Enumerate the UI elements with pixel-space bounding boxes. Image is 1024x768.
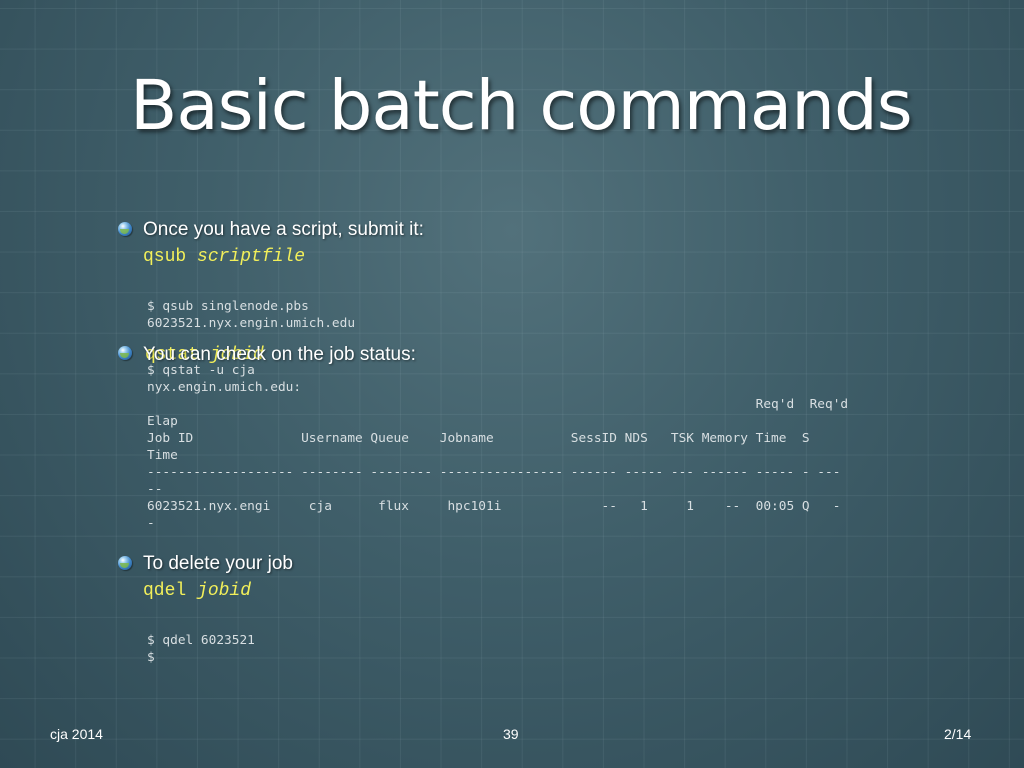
qstat-command: qstat jobid — [145, 344, 264, 366]
qdel-command-name: qdel — [143, 581, 187, 601]
footer-slide-counter: 2/14 — [944, 726, 972, 742]
qstat-command-name: qstat — [145, 345, 200, 365]
bullet-globe-icon — [118, 222, 132, 236]
qsub-command-name: qsub — [143, 247, 187, 267]
qdel-command-arg: jobid — [197, 581, 252, 601]
qsub-command-arg: scriptfile — [197, 247, 306, 267]
footer-author: cja 2014 — [50, 726, 103, 742]
slide-title: Basic batch commands — [130, 66, 913, 146]
bullet-globe-icon — [118, 556, 132, 570]
qsub-command: qsub scriptfile — [143, 246, 305, 268]
bullet-submit-text: Once you have a script, submit it: — [143, 219, 424, 240]
footer-page-number: 39 — [503, 726, 519, 742]
qstat-command-arg: jobid — [209, 345, 264, 365]
qstat-terminal-output: $ qstat -u cja nyx.engin.umich.edu: Req'… — [147, 363, 849, 531]
qdel-command: qdel jobid — [143, 580, 251, 602]
qsub-terminal-output: $ qsub singlenode.pbs 6023521.nyx.engin.… — [147, 299, 356, 331]
qdel-terminal-output: $ qdel 6023521 $ — [147, 633, 255, 665]
bullet-status-text: You can check on the job status: — [143, 344, 416, 365]
bullet-delete-text: To delete your job — [143, 553, 293, 574]
bullet-globe-icon — [118, 346, 132, 360]
